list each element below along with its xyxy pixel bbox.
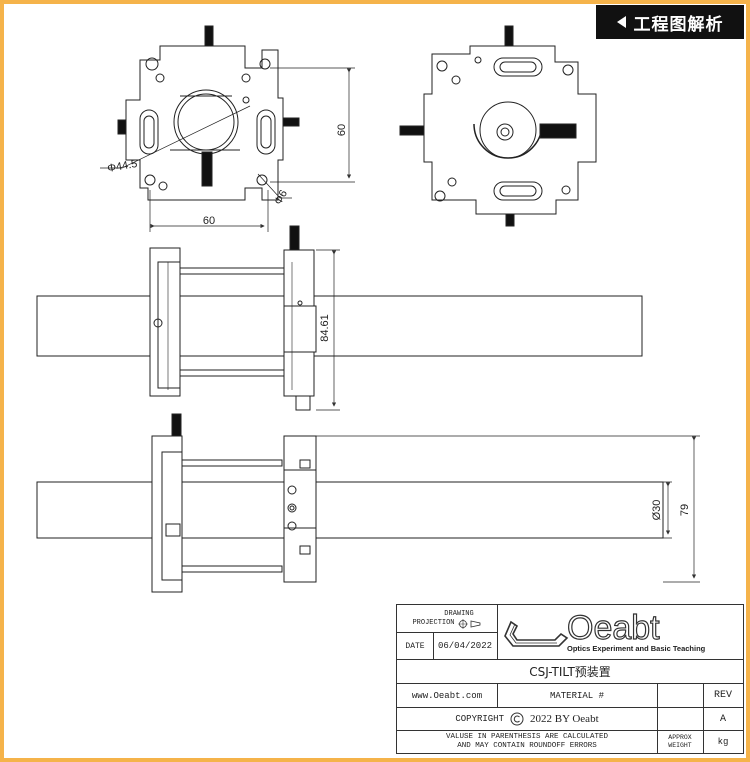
rev-value: A: [719, 713, 726, 725]
dim-60-vertical: 60: [336, 124, 348, 136]
projection-label: DRAWING PROJECTION: [397, 607, 497, 631]
weight-unit: kg: [717, 737, 729, 747]
copyright-icon: [510, 712, 524, 726]
copyright: COPYRIGHT 2022 BY Oeabt: [397, 708, 657, 730]
logo-subtitle: Optics Experiment and Basic Teaching: [567, 643, 706, 653]
website: www.Oeabt.com: [411, 690, 483, 701]
dim-side-height: 84.61: [319, 314, 331, 342]
copyright-value: 2022 BY Oeabt: [529, 713, 599, 725]
note-line-1: VALUSE IN PARENTHESIS ARE CALCULATED: [445, 733, 609, 741]
date-value: 06/04/2022: [437, 641, 492, 651]
dim-rod-diameter: Ø30: [651, 500, 663, 521]
title-block: DRAWING PROJECTION DATE 06/04/2022 Oeabt…: [396, 604, 744, 754]
side-view: [36, 225, 643, 411]
oeabt-logo-icon: [504, 620, 569, 647]
projection-label-2: PROJECTION: [412, 619, 455, 627]
banner-label: 工程图解析: [633, 14, 724, 35]
dim-60-horizontal: 60: [203, 215, 215, 227]
projection-symbol-icon: [457, 618, 480, 629]
part-name: CSJ-TILT预装置: [529, 665, 611, 679]
logo-wordmark: Oeabt: [566, 608, 660, 647]
front-view-left: [100, 25, 355, 232]
rear-view-right: [399, 25, 597, 227]
calc-note: VALUSE IN PARENTHESIS ARE CALCULATED AND…: [397, 731, 657, 753]
date-label: DATE: [405, 641, 425, 651]
play-left-icon: [616, 16, 626, 28]
section-banner[interactable]: 工程图解析: [596, 5, 744, 39]
bottom-view: [36, 413, 700, 593]
weight-label: WEIGHT: [668, 742, 692, 749]
dim-overall-height: 79: [679, 504, 691, 516]
projection-label-1: DRAWING: [444, 609, 474, 618]
material-label: MATERIAL #: [549, 690, 604, 701]
approx-label: APPROX: [668, 734, 692, 741]
company-logo: Oeabt Optics Experiment and Basic Teachi…: [501, 607, 741, 657]
copyright-label: COPYRIGHT: [455, 714, 504, 724]
approx-weight-label: APPROX WEIGHT: [657, 731, 703, 753]
note-line-2: AND MAY CONTAIN ROUNDOFF ERRORS: [457, 742, 597, 750]
rev-label: REV: [713, 690, 732, 701]
dim-bore-diameter: Φ44.5: [106, 158, 138, 175]
